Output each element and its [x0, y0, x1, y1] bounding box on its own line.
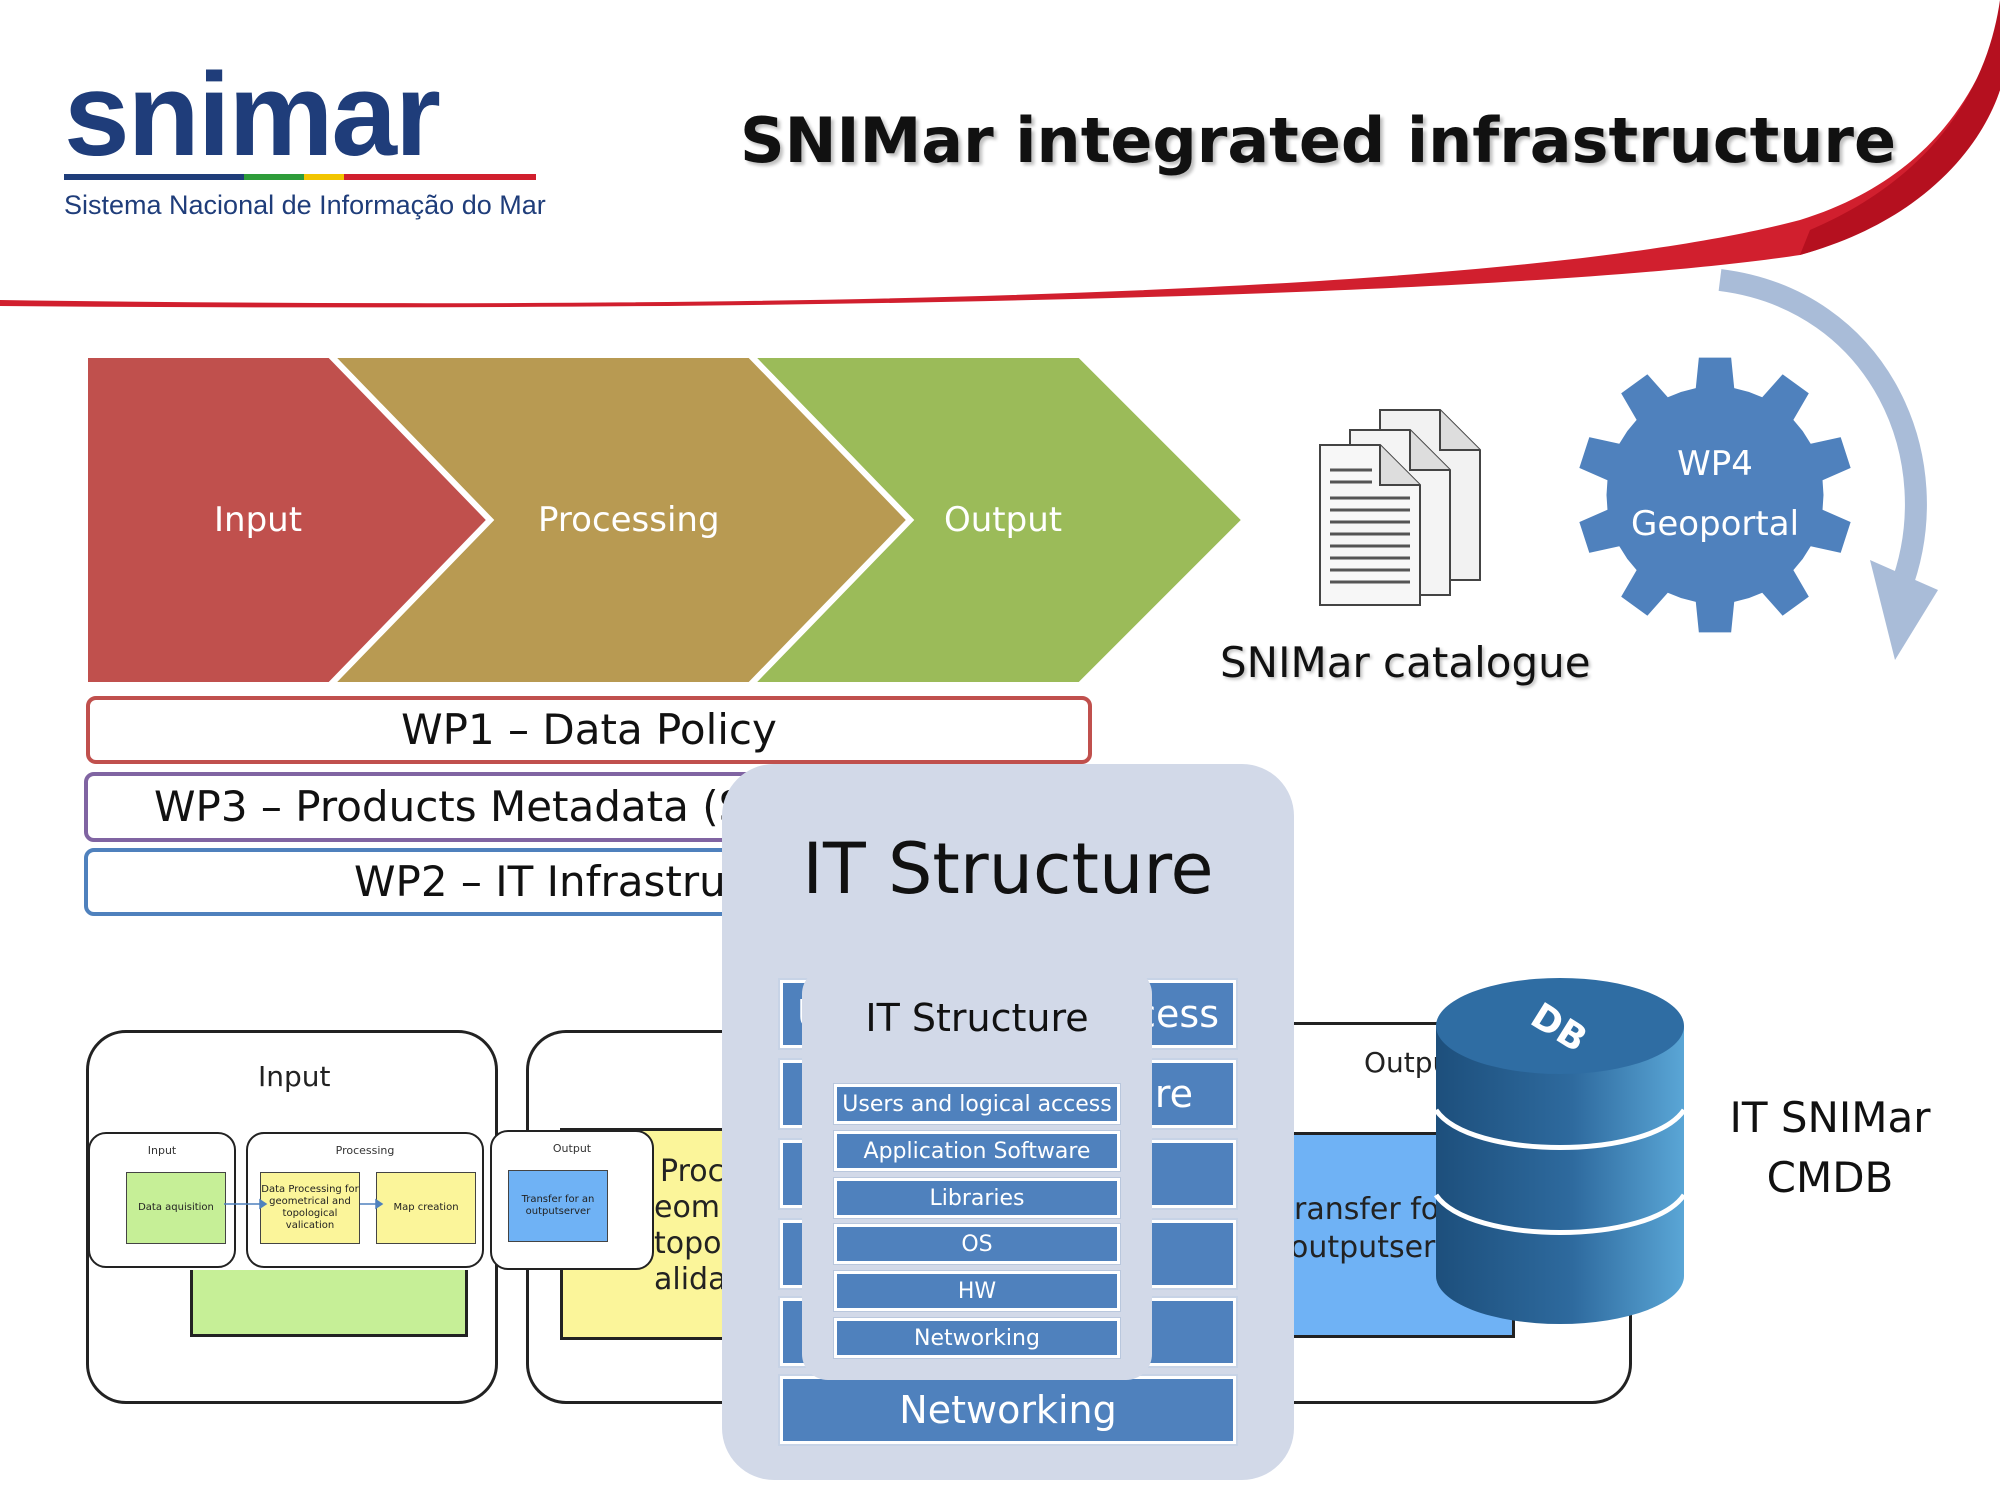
output-fragment-2: outputserv	[1290, 1230, 1454, 1265]
logo-subtitle: Sistema Nacional de Informação do Mar	[64, 190, 546, 220]
cycle-arrow	[1718, 269, 1938, 660]
mini-transfer: Transfer for an outputserver	[508, 1170, 608, 1242]
chevron-output-label: Output	[944, 500, 1063, 540]
documents-icon	[1319, 409, 1481, 606]
it-structure-large-title: IT Structure	[802, 828, 1214, 910]
chevron-input-label: Input	[214, 500, 303, 540]
logo-wordmark: snimar	[64, 49, 441, 181]
cmdb-label: IT SNIMar CMDB	[1700, 1088, 1960, 1208]
page-title: SNIMar integrated infrastructure	[740, 104, 1897, 177]
mini-processing-title: Processing	[335, 1144, 395, 1157]
wp3-bar: WP3 – Products Metadata (S	[84, 772, 764, 842]
small-layer-app: Application Software	[833, 1130, 1121, 1172]
proc-fragment-1: Proc	[660, 1154, 725, 1189]
logo-underline	[64, 174, 536, 180]
proc-fragment-2: eom	[654, 1190, 721, 1225]
geoportal-line1: WP4	[1677, 444, 1753, 484]
chevron-processing-label: Processing	[538, 500, 720, 540]
mini-map-creation: Map creation	[376, 1172, 476, 1244]
large-layer-networking: Networking	[778, 1374, 1238, 1446]
small-layer-libraries: Libraries	[833, 1177, 1121, 1219]
gear-icon	[1575, 354, 1855, 636]
geoportal-line2: Geoportal	[1630, 504, 1800, 544]
wp2-bar: WP2 – IT Infrastruc	[84, 848, 764, 916]
mini-input-title: Input	[147, 1144, 177, 1157]
small-layer-networking: Networking	[833, 1317, 1121, 1359]
mini-output-panel: Output Transfer for an outputserver	[490, 1130, 654, 1270]
workflow-input-box	[190, 1270, 468, 1337]
mini-data-acq: Data aquisition	[126, 1172, 226, 1244]
large-layer-networking-label: Networking	[899, 1388, 1117, 1432]
wp1-label: WP1 – Data Policy	[401, 705, 777, 754]
cmdb-line1: IT SNIMar	[1729, 1093, 1931, 1142]
mini-arrows	[224, 1198, 384, 1210]
wp3-label: WP3 – Products Metadata (S	[154, 782, 746, 831]
mini-input-panel: Input Data aquisition	[88, 1132, 236, 1268]
workflow-input-title: Input	[258, 1060, 331, 1093]
small-layer-users: Users and logical access	[833, 1083, 1121, 1125]
database-icon: DB	[1433, 978, 1687, 1324]
cmdb-line2: CMDB	[1766, 1153, 1894, 1202]
small-layer-hw: HW	[833, 1270, 1121, 1312]
it-structure-small-panel	[802, 968, 1152, 1380]
header-decoration	[0, 0, 2000, 308]
process-chevrons	[82, 352, 1250, 688]
mini-output-title: Output	[552, 1142, 592, 1155]
workflow-output-title: Outpu	[1364, 1046, 1451, 1079]
wp2-label: WP2 – IT Infrastruc	[354, 857, 749, 906]
it-structure-small-title: IT Structure	[865, 996, 1089, 1040]
chevron-input	[82, 352, 495, 688]
proc-fragment-3: topol	[654, 1226, 730, 1261]
small-layer-os: OS	[833, 1223, 1121, 1265]
large-layer-2-right: re	[1154, 1072, 1193, 1116]
wp1-bar: WP1 – Data Policy	[86, 696, 1092, 764]
catalogue-label: SNIMar catalogue	[1220, 638, 1591, 687]
mini-processing-panel: Processing Data Processing for geometric…	[246, 1132, 484, 1268]
output-fragment-1: ransfer for	[1294, 1192, 1452, 1227]
mini-data-proc: Data Processing for geometrical and topo…	[260, 1172, 360, 1244]
